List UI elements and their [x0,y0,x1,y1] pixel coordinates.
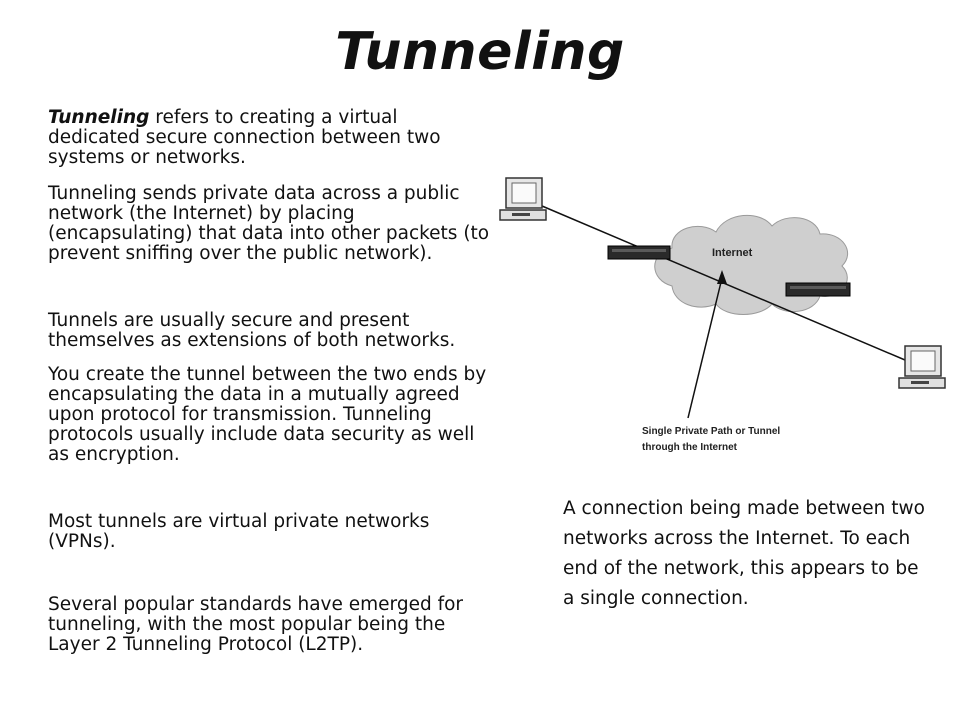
internet-cloud [654,214,848,315]
paragraph-l2tp: Several popular standards have emerged f… [48,595,494,655]
internet-label: Internet [712,247,753,259]
right-computer-icon [898,345,946,389]
encapsulation-text: Tunneling sends private data across a pu… [48,183,490,264]
definition-text: refers to creating a virtual dedicated s… [48,107,441,168]
paragraph-encapsulation: Tunneling sends private data across a pu… [48,184,494,264]
l2tp-text: Several popular standards have emerged f… [48,594,464,655]
left-computer-icon [499,177,547,221]
diagram-caption: A connection being made between two netw… [563,498,925,609]
left-router-icon [607,245,671,260]
tunnel-pointer-arrow [687,270,727,419]
paragraph-vpn: Most tunnels are virtual private network… [48,512,494,552]
tunnel-label-line2: through the Internet [642,442,738,453]
right-router-icon [785,282,851,297]
paragraph-extensions: Tunnels are usually secure and present t… [48,311,494,351]
paragraph-definition: Tunneling refers to creating a virtual d… [48,108,494,168]
definition-term: Tunneling [48,107,150,128]
slide-title: Tunneling [335,22,625,82]
vpn-text: Most tunnels are virtual private network… [48,511,430,552]
tunnel-diagram: Internet Single Private Path or Tunnel t… [499,177,946,453]
extensions-text: Tunnels are usually secure and present t… [48,310,456,351]
paragraph-protocol: You create the tunnel between the two en… [48,365,494,465]
tunnel-label-line1: Single Private Path or Tunnel [642,426,780,437]
protocol-text: You create the tunnel between the two en… [48,364,487,465]
